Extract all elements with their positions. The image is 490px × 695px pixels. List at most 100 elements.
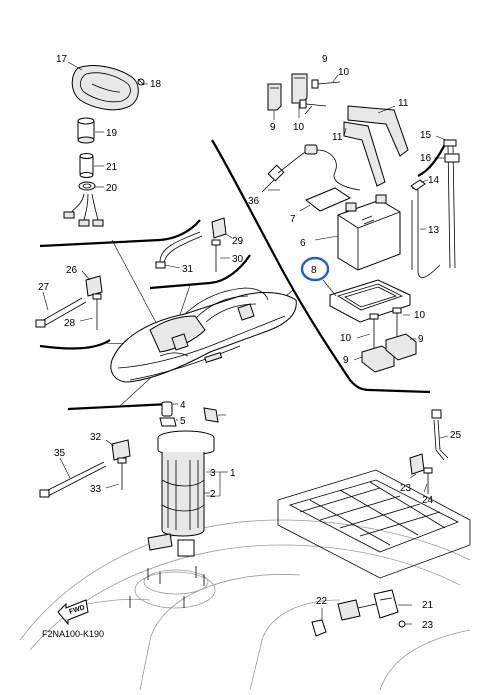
screw-17-icon xyxy=(137,78,148,86)
meter-unit xyxy=(67,61,139,111)
diagram-code: F2NA100-K190 xyxy=(42,629,104,639)
callout-6: 6 xyxy=(300,238,306,249)
callout-11-upper: 11 xyxy=(398,98,409,109)
callout-23: 23 xyxy=(422,620,434,631)
callout-2: 2 xyxy=(210,489,216,500)
battery-strap-upper xyxy=(347,105,409,157)
callout-36: 36 xyxy=(248,196,260,207)
screw-23 xyxy=(398,620,412,628)
callout-29: 28 xyxy=(64,318,76,329)
callout-8: 8 xyxy=(311,265,317,276)
callout-19: 20 xyxy=(106,183,118,194)
callout-11-lower: 11 xyxy=(332,132,343,143)
callout-12: 13 xyxy=(428,225,440,236)
hose-clip-13 xyxy=(410,179,429,191)
callout-22: 22 xyxy=(316,596,328,607)
battery-bracket-right xyxy=(291,73,308,118)
sleeve-20 xyxy=(79,153,104,178)
ring-19 xyxy=(78,181,104,191)
callout-32: 31 xyxy=(182,264,194,275)
battery-cable-36 xyxy=(261,147,316,193)
battery-strap-lower xyxy=(343,121,386,187)
callout-labels: 17 18 19 21 20 9 9 10 10 11 11 15 16 14 … xyxy=(38,54,462,639)
forward-arrow-icon: FWD xyxy=(57,599,89,626)
callout-35: 35 xyxy=(54,448,66,459)
divider-right-battery xyxy=(211,139,431,394)
watercraft-body xyxy=(110,287,297,383)
callout-26: 25 xyxy=(450,430,462,441)
callout-10-top-b: 10 xyxy=(293,122,305,133)
bolt-25 xyxy=(423,467,433,494)
clip-5 xyxy=(159,417,178,427)
bolt-29 xyxy=(79,293,102,330)
nut-22 xyxy=(311,608,327,637)
callout-10-top-a: 10 xyxy=(338,67,350,78)
callout-10-low-a: 10 xyxy=(340,333,352,344)
probe-26 xyxy=(431,409,449,461)
battery-pad-7 xyxy=(299,187,352,212)
callout-30: 29 xyxy=(232,236,244,247)
divider-mid-center xyxy=(149,254,251,290)
callout-20: 21 xyxy=(106,162,118,173)
fitting-sensor xyxy=(337,599,377,621)
battery-bracket-left xyxy=(267,83,282,120)
callout-7: 7 xyxy=(290,214,296,225)
callout-33: 32 xyxy=(90,432,102,443)
callout-9-top-b: 9 xyxy=(322,54,328,65)
divider-top-left xyxy=(39,219,201,248)
callout-21-label: 21 xyxy=(422,600,434,611)
callout-4: 4 xyxy=(180,400,186,411)
callout-25: 24 xyxy=(422,495,434,506)
callout-17: 18 xyxy=(150,79,162,90)
callout-14: 15 xyxy=(420,130,432,141)
bolt-10-lower-a xyxy=(356,313,379,350)
divider-left-lower xyxy=(39,339,111,350)
collar-15 xyxy=(434,153,460,163)
callout-34: 33 xyxy=(90,484,102,495)
battery-tray-8 xyxy=(322,279,411,323)
callout-9-low-a: 9 xyxy=(343,355,349,366)
highlight-ring-8 xyxy=(300,256,330,282)
callout-9-top-a: 9 xyxy=(270,122,276,133)
callout-18: 19 xyxy=(106,128,118,139)
clamp-24 xyxy=(409,453,425,479)
bolt-10-lower-b xyxy=(392,307,410,340)
bolt-31 xyxy=(211,239,230,272)
cable-tie-35 xyxy=(39,457,107,498)
battery-cable-red xyxy=(304,144,361,191)
callout-16: 17 xyxy=(56,54,68,65)
callout-28: 27 xyxy=(38,282,50,293)
sensor-21 xyxy=(373,589,412,619)
battery-6 xyxy=(314,194,401,271)
callout-31: 30 xyxy=(232,254,244,265)
callout-10-low-b: 10 xyxy=(414,310,426,321)
divider-left-mid xyxy=(67,402,171,411)
cable-tie-28 xyxy=(35,291,87,328)
callout-24: 23 xyxy=(400,483,412,494)
bolt-10-top-b xyxy=(299,99,327,115)
mount-studs xyxy=(129,566,209,608)
long-bolt-14 xyxy=(435,135,457,269)
fuel-sender-2 xyxy=(147,430,215,557)
bolt-10-top-a xyxy=(311,74,341,89)
deck-frame xyxy=(277,469,471,579)
meter-harness xyxy=(63,193,104,227)
clip-4 xyxy=(161,401,178,417)
callout-3: 3 xyxy=(210,468,216,479)
callout-9-low-b: 9 xyxy=(418,334,424,345)
grommet-18 xyxy=(77,117,104,144)
bolt-34 xyxy=(105,457,127,490)
clamp-27 xyxy=(81,270,103,297)
forward-label: FWD xyxy=(68,604,85,616)
callout-27: 26 xyxy=(66,265,78,276)
clamp-30 xyxy=(211,217,233,239)
callout-15: 16 xyxy=(420,153,432,164)
bracket-9-lower-b xyxy=(385,333,417,361)
bracket-9-lower-a xyxy=(353,345,395,373)
callout-13: 14 xyxy=(428,175,440,186)
callout-1: 1 xyxy=(230,468,236,479)
callout-5: 5 xyxy=(180,416,186,427)
fuel-sender-lead-1-3 xyxy=(203,407,228,497)
